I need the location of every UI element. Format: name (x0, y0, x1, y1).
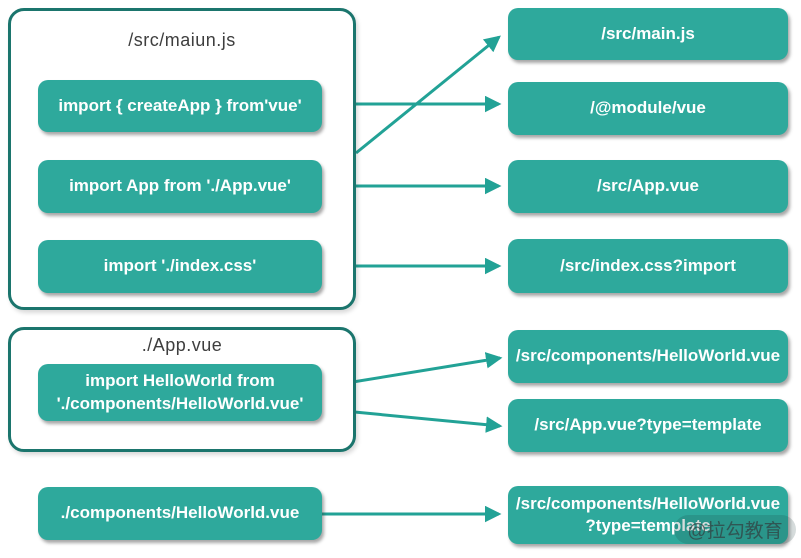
file-group-app-vue: ./App.vue import HelloWorld from './comp… (8, 327, 356, 452)
helloworld-component-node: ./components/HelloWorld.vue (38, 487, 322, 540)
group-title-main-js: /src/maiun.js (128, 30, 236, 50)
file-group-main-js: /src/maiun.js import { createApp } from'… (8, 8, 356, 310)
resolved-helloworld-vue-node: /src/components/HelloWorld.vue (508, 330, 788, 383)
resolved-helloworld-template-line2: ?type=template (585, 516, 711, 535)
watermark-badge: @拉勾教育 (674, 515, 796, 544)
import-app-node: import App from './App.vue' (38, 160, 322, 213)
import-helloworld-line2: './components/HelloWorld.vue' (56, 393, 304, 413)
resolved-main-js-node: /src/main.js (508, 8, 788, 60)
resolved-app-template-node: /src/App.vue?type=template (508, 399, 788, 452)
import-helloworld-line1: import HelloWorld from (85, 371, 275, 391)
resolved-app-vue-node: /src/App.vue (508, 160, 788, 213)
resolved-helloworld-template-node: /src/components/HelloWorld.vue ?type=tem… (508, 486, 788, 544)
import-css-node: import './index.css' (38, 240, 322, 293)
import-createapp-node: import { createApp } from'vue' (38, 80, 322, 132)
arrow-maiun-to-main-js (355, 35, 501, 155)
resolved-module-vue-node: /@module/vue (508, 82, 788, 135)
resolved-helloworld-template-line1: /src/components/HelloWorld.vue (515, 493, 781, 513)
resolved-index-css-node: /src/index.css?import (508, 239, 788, 293)
group-title-app-vue: ./App.vue (141, 335, 223, 355)
import-helloworld-node: import HelloWorld from './components/Hel… (38, 364, 322, 421)
